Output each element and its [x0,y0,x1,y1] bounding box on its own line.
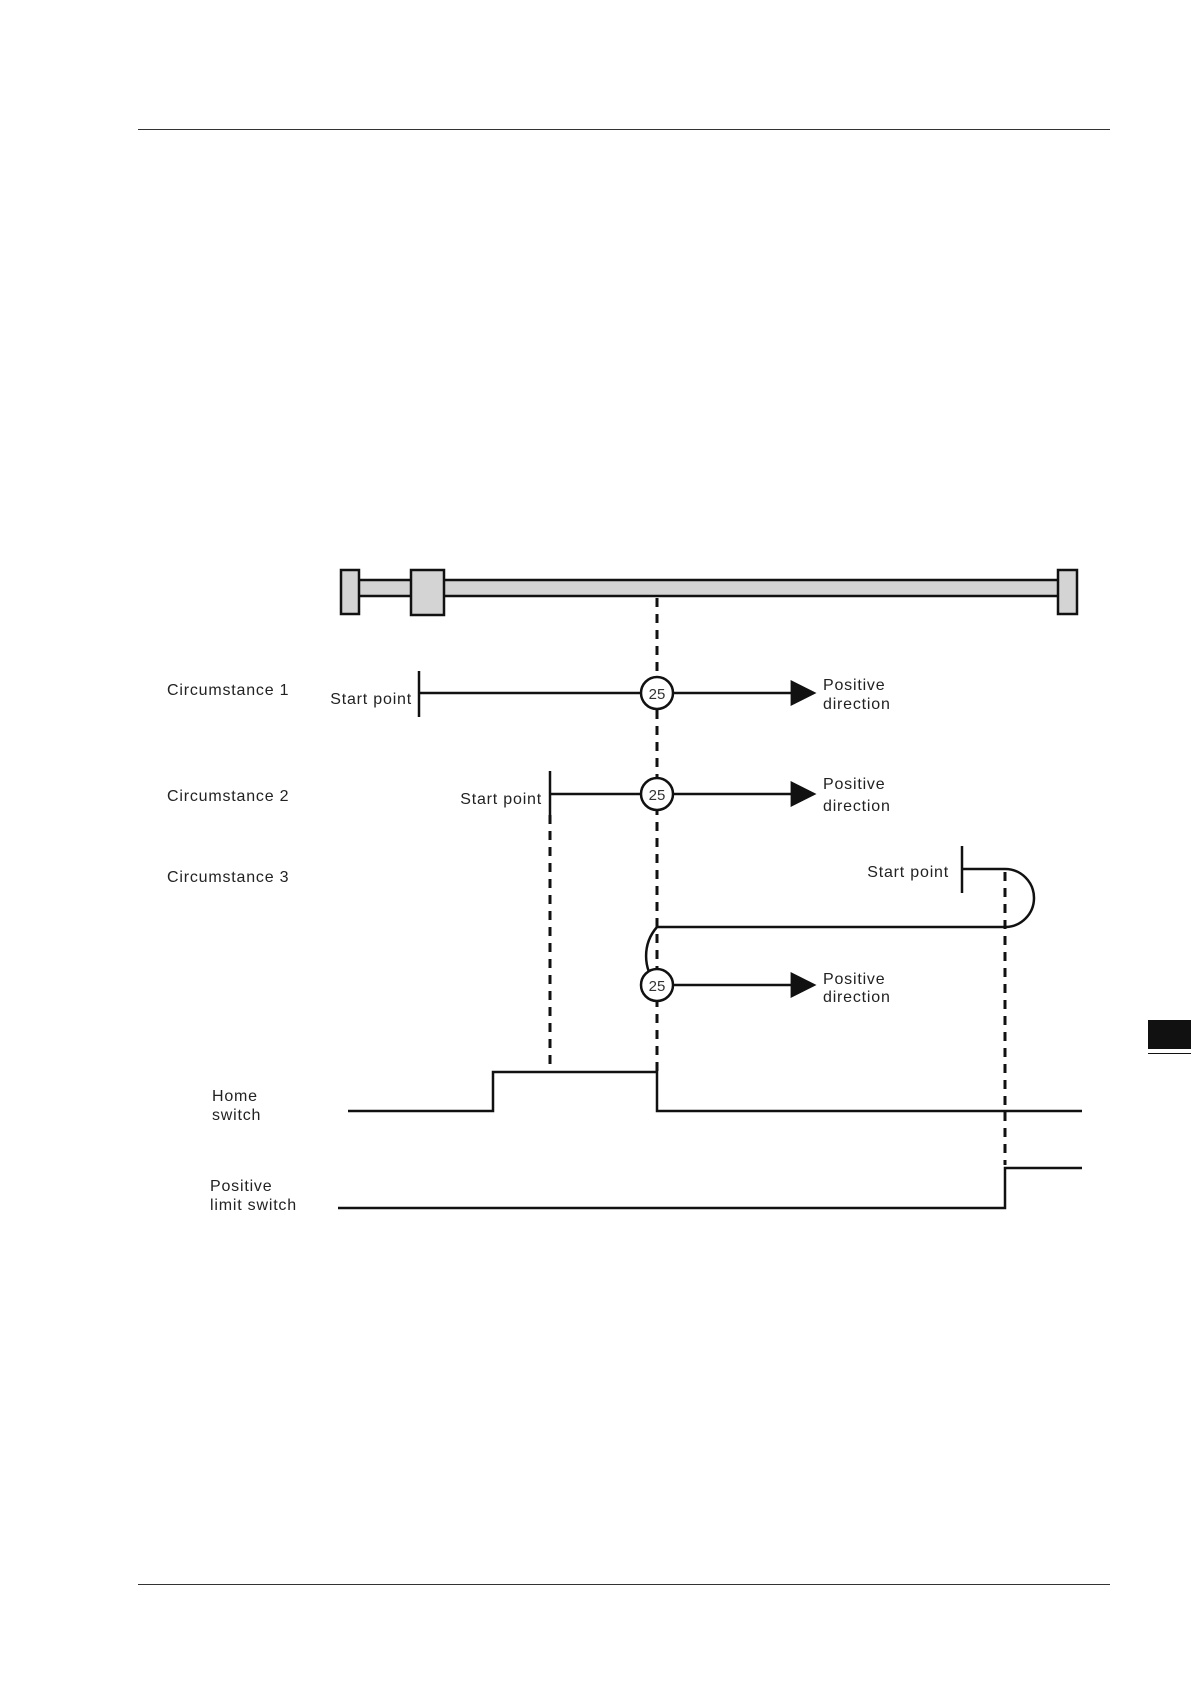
diagram-labels: Circumstance 1 Circumstance 2 Circumstan… [167,677,949,1214]
start-point-label-3: Start point [867,864,949,881]
circumstance-2-label: Circumstance 2 [167,788,289,805]
positive-direction-label-3a: Positive [823,971,885,988]
start-point-label-1: Start point [330,691,412,708]
start-point-label-2: Start point [460,791,542,808]
signal-waveforms [338,1072,1082,1208]
marker-number-1: 25 [649,686,666,703]
marker-number-3: 25 [649,978,666,995]
circumstance-2-path: 25 [550,771,814,817]
positive-limit-label-1: Positive [210,1178,272,1195]
home-switch-label-1: Home [212,1088,258,1105]
circumstance-1-path: 25 [419,671,814,717]
positive-direction-label-2b: direction [823,798,891,815]
positive-direction-label-1a: Positive [823,677,885,694]
positive-limit-waveform [338,1168,1082,1208]
rail-assembly [341,570,1077,615]
positive-direction-label-1b: direction [823,696,891,713]
positive-direction-label-3b: direction [823,989,891,1006]
marker-number-2: 25 [649,787,666,804]
rail-carriage [411,570,444,615]
rail-left-endstop [341,570,359,614]
rail-bar [350,580,1060,596]
circumstance-1-label: Circumstance 1 [167,682,289,699]
reversal-loop [646,869,1034,985]
positive-limit-label-2: limit switch [210,1197,297,1214]
guide-lines [550,598,1005,1165]
home-switch-label-2: switch [212,1107,261,1124]
rail-right-endstop [1058,570,1077,614]
positive-direction-label-2a: Positive [823,776,885,793]
home-switch-waveform [348,1072,1082,1111]
circumstance-3-label: Circumstance 3 [167,869,289,886]
